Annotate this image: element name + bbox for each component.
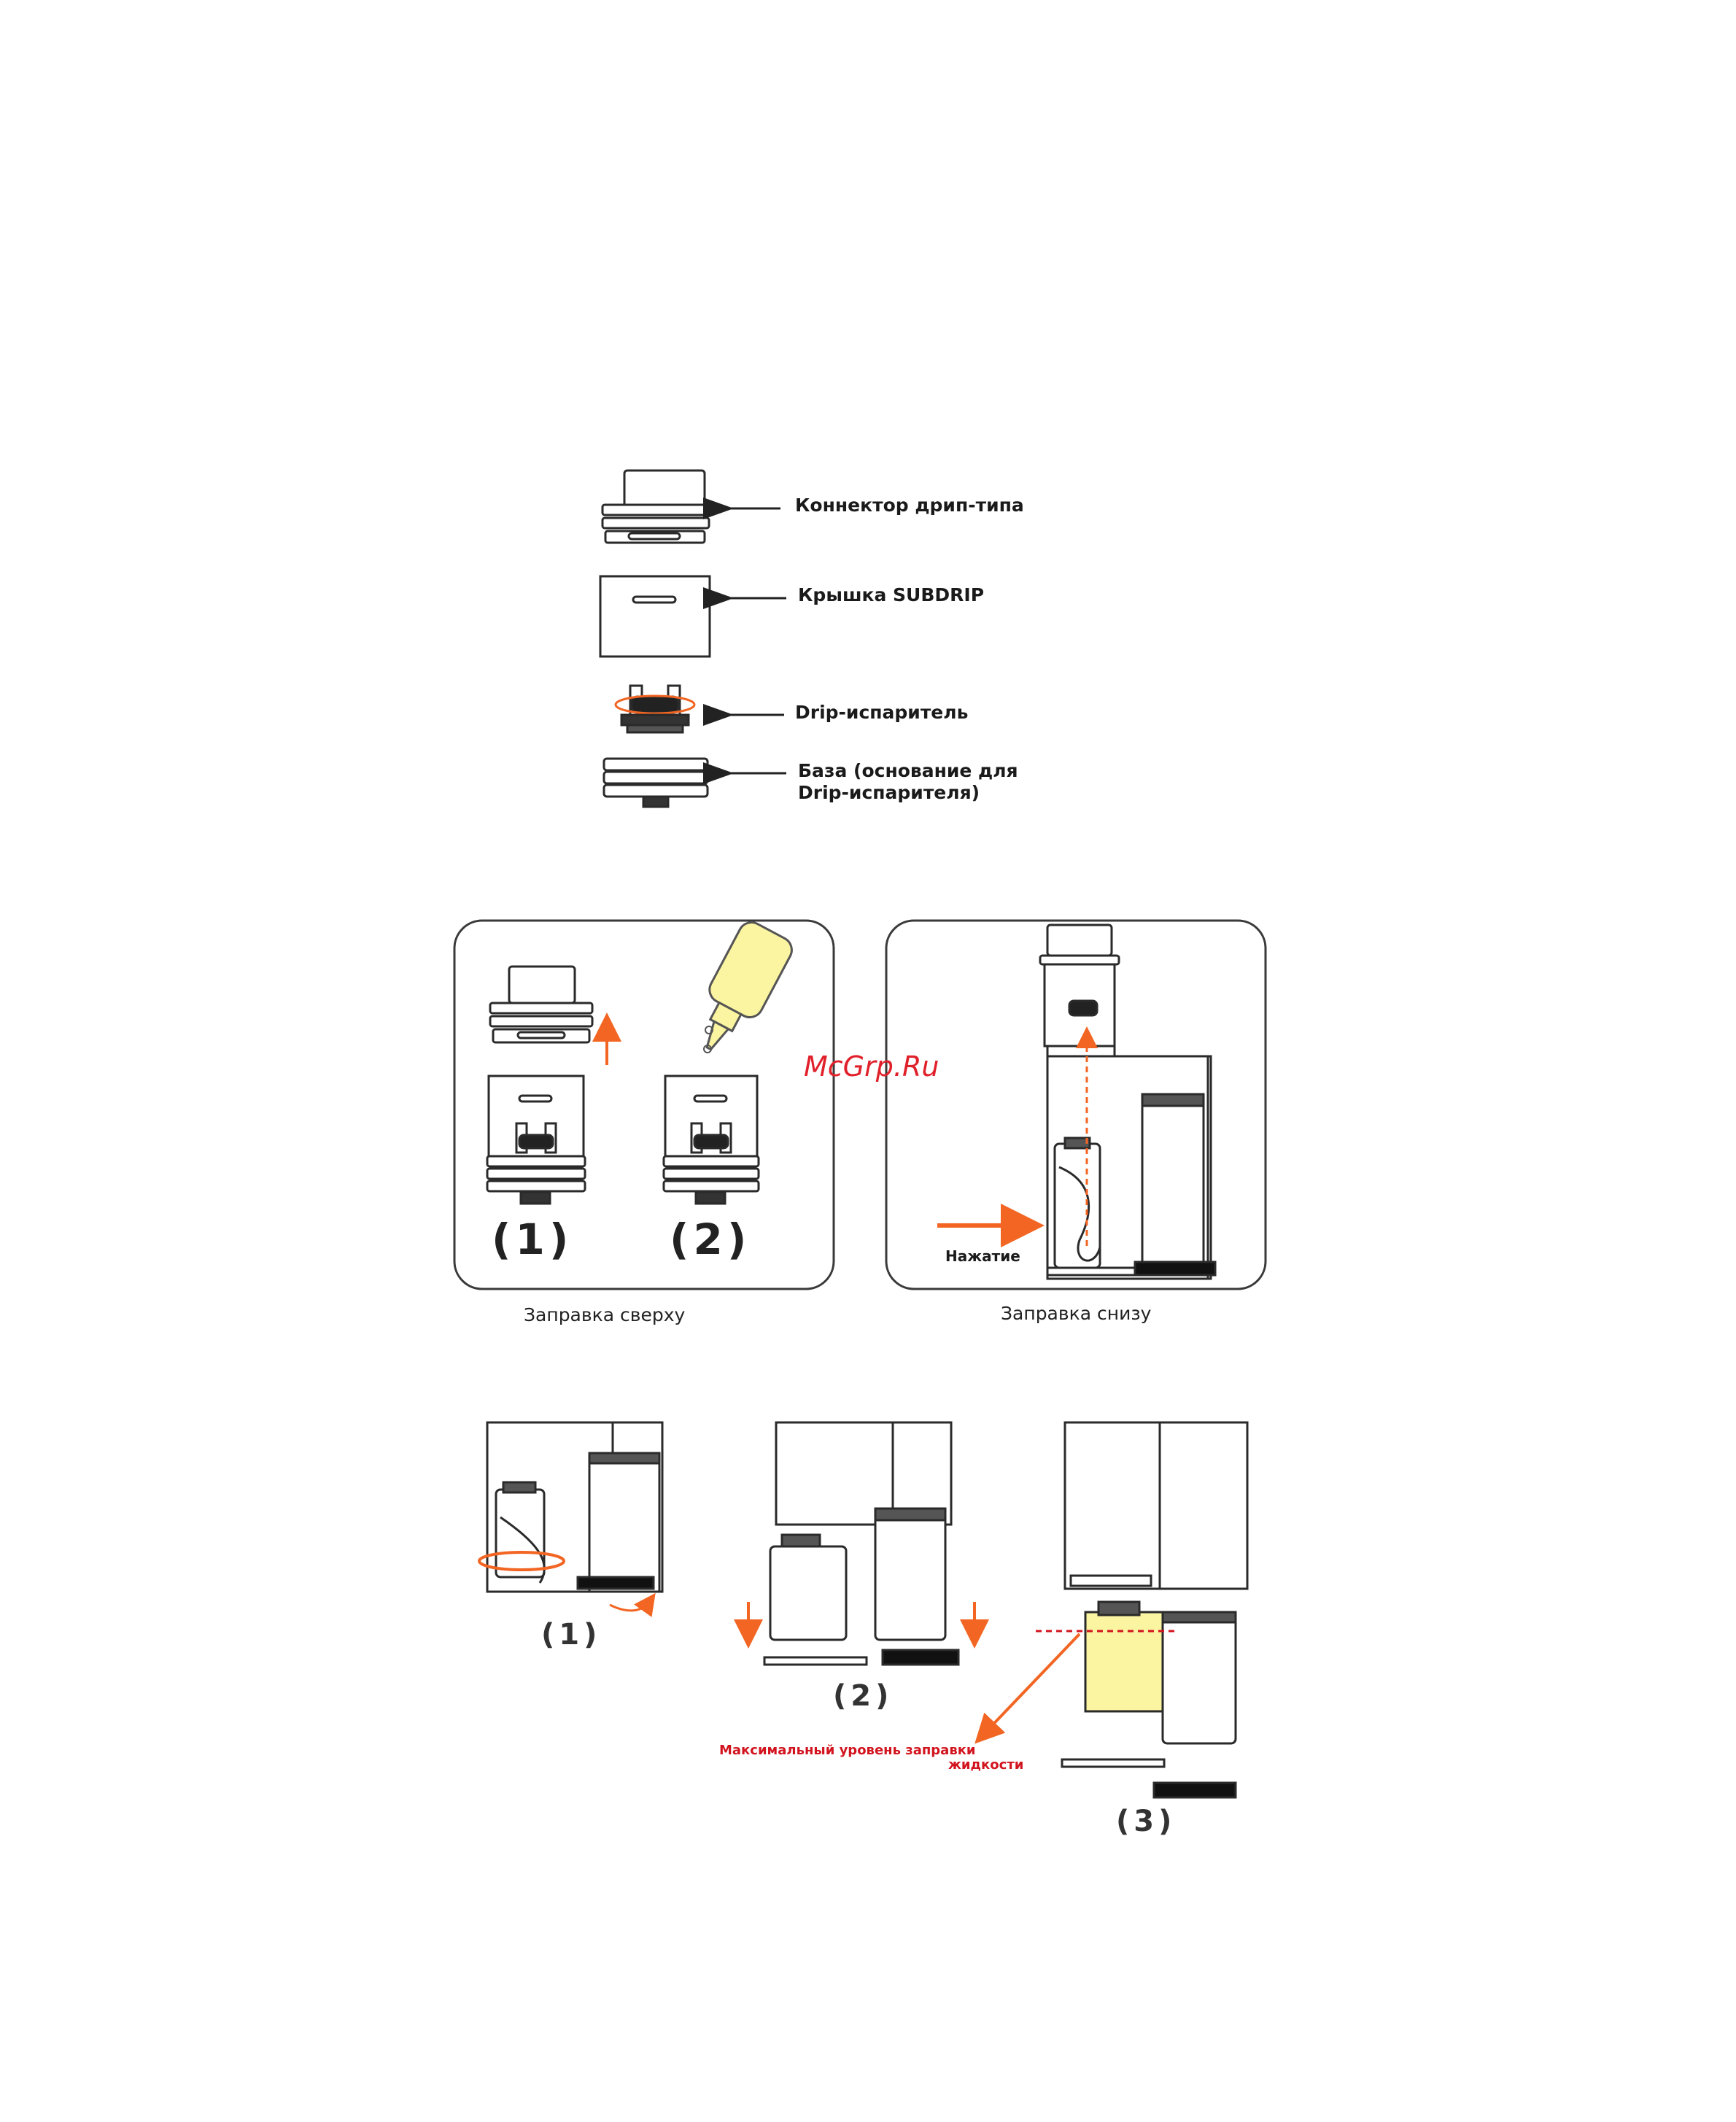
drip-connector-drawing — [602, 471, 709, 543]
top-refill-step-1: (1) — [492, 1215, 573, 1264]
disassembly-step-2: (2) — [833, 1679, 893, 1713]
label-drip-atomizer: Drip-испаритель — [795, 702, 968, 723]
disassembly-step-1-drawing — [487, 1422, 662, 1592]
subdrip-cap-drawing — [600, 576, 710, 657]
disassembly-step-3: (3) — [1116, 1805, 1176, 1838]
twist-arrow-base — [610, 1602, 649, 1611]
label-base-line1: База (основание для — [798, 760, 1018, 781]
max-level-arrow — [985, 1634, 1080, 1733]
top-refill-caption: Заправка сверху — [524, 1304, 685, 1325]
base-drawing — [604, 759, 708, 807]
tank-2-drawing — [664, 1076, 759, 1204]
disassembly-step-2-drawing — [764, 1422, 958, 1665]
disassembly-step-3-drawing — [1062, 1422, 1247, 1797]
drip-atomizer-drawing — [616, 686, 694, 732]
disassembly-step-1: (1) — [541, 1618, 601, 1651]
max-level-label-line1: Максимальный уровень заправки — [719, 1743, 976, 1758]
label-base-line2: Drip-испарителя) — [798, 782, 980, 803]
top-refill-step-2: (2) — [670, 1215, 751, 1264]
tank-1-drawing — [487, 1076, 585, 1204]
watermark: McGrp.Ru — [804, 1050, 939, 1083]
label-drip-connector: Коннектор дрип-типа — [795, 495, 1024, 516]
label-subdrip-cap: Крышка SUBDRIP — [798, 584, 984, 605]
press-label: Нажатие — [945, 1247, 1020, 1265]
max-level-label-line2: жидкости — [948, 1758, 1023, 1773]
bottom-refill-caption: Заправка снизу — [1001, 1303, 1151, 1324]
